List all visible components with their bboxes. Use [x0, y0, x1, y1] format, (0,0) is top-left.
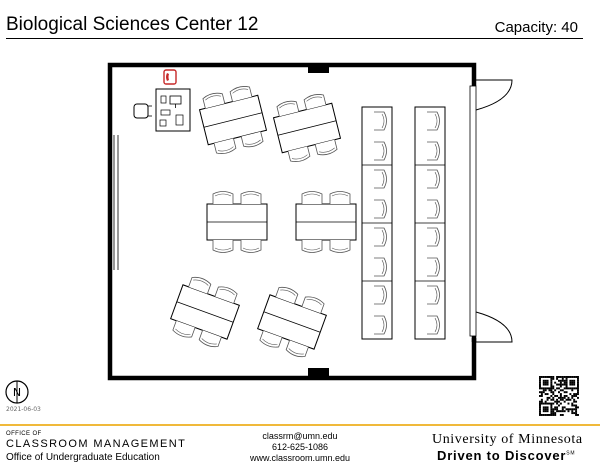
long-table [362, 107, 392, 339]
tagline-text: Driven to Discover [437, 448, 567, 463]
table-pod [253, 283, 330, 361]
university-wordmark: University of Minnesota [432, 432, 583, 448]
contact-website[interactable]: www.classroom.umn.edu [249, 453, 351, 463]
left-window [113, 135, 119, 270]
contact-phone[interactable]: 612-625-1086 [271, 442, 329, 452]
compass-letter: N [13, 386, 21, 399]
top-wall-fixture [308, 64, 329, 73]
table-pod [207, 192, 267, 253]
double-door [469, 79, 513, 343]
table-pod [296, 192, 356, 253]
capacity-label: Capacity: 40 [494, 19, 578, 36]
table-pod [166, 273, 243, 351]
table-pod [197, 83, 270, 157]
header-rule [6, 38, 583, 39]
contact-email[interactable]: classrm@umn.edu [262, 431, 338, 441]
instructor-chair [133, 103, 152, 119]
bottom-wall-fixture [308, 368, 329, 377]
instructor-station [155, 88, 191, 132]
office-name: CLASSROOM MANAGEMENT [6, 438, 187, 450]
office-label-small: OFFICE OF [6, 431, 42, 437]
service-mark: SM [566, 450, 576, 457]
contact-block: classrm@umn.edu 612-625-1086 www.classro… [230, 431, 370, 464]
room-floor-plan: N [5, 62, 579, 416]
compass-icon: N [5, 380, 29, 404]
table-pod [271, 91, 344, 165]
university-name: University of Minnesota [432, 432, 583, 447]
long-table [415, 107, 445, 339]
qr-code[interactable] [539, 376, 579, 416]
room-title: Biological Sciences Center 12 [6, 14, 259, 35]
office-parent: Office of Undergraduate Education [6, 452, 160, 463]
phone-icon [163, 69, 177, 85]
plan-date: 2021-06-03 [6, 406, 41, 413]
footer-rule [0, 424, 600, 426]
tagline: Driven to DiscoverSM [437, 448, 575, 463]
